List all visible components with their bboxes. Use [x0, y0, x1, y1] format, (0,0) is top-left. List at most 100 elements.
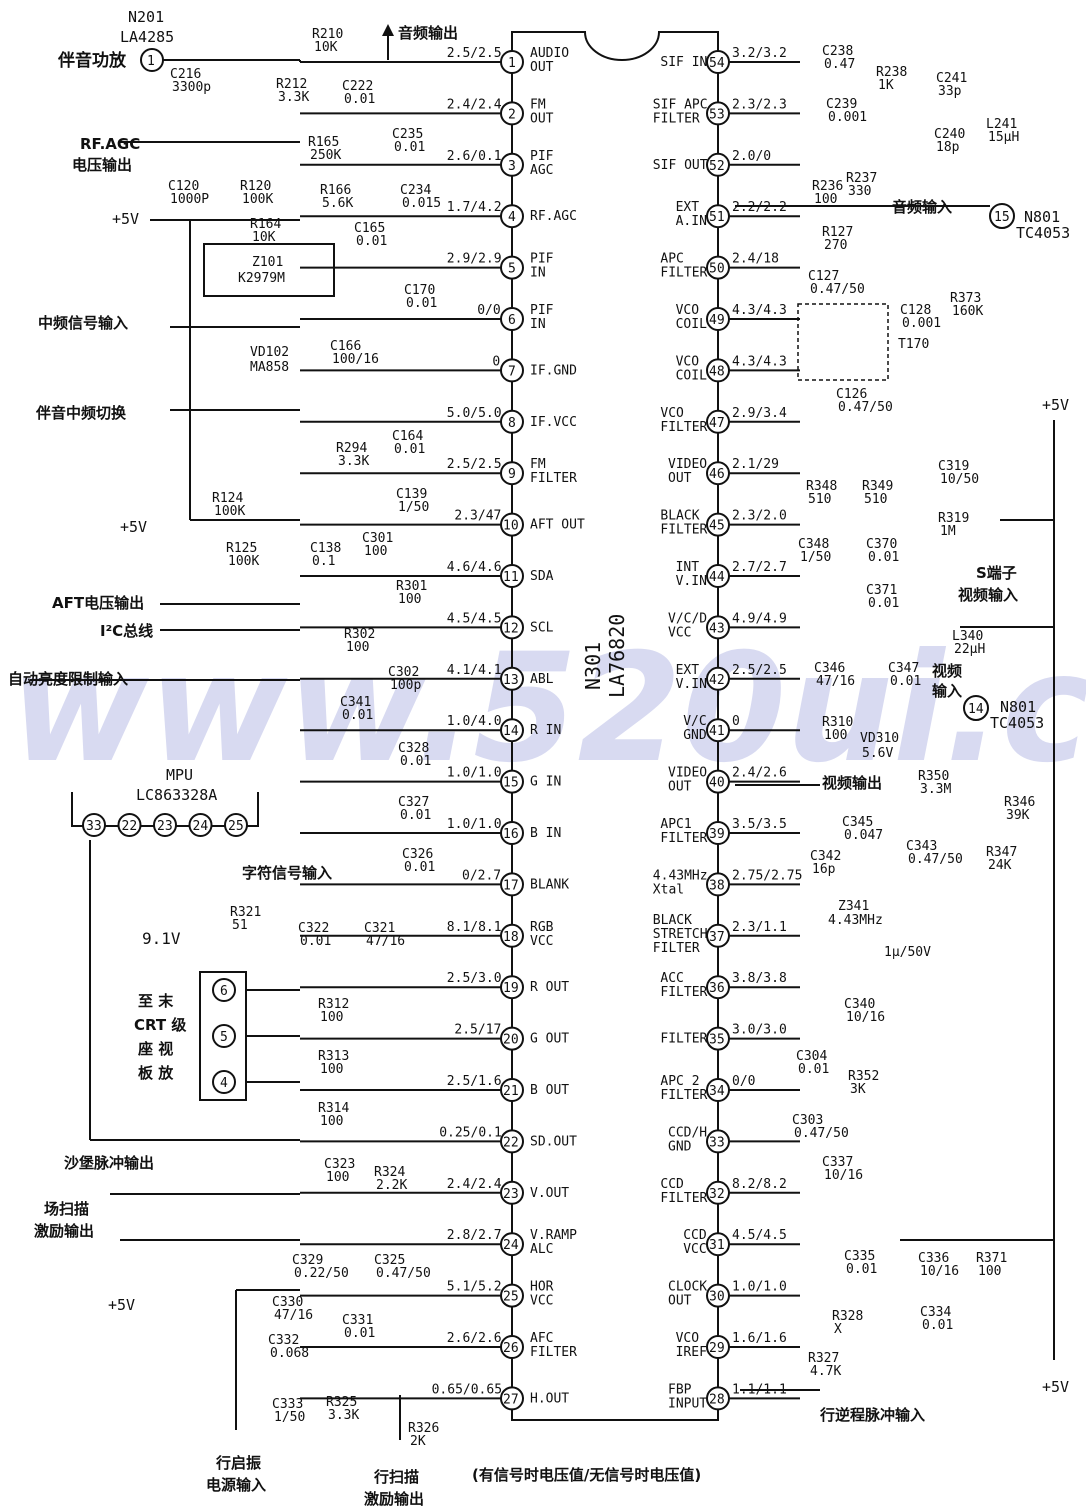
pin-number: 27 — [503, 1392, 519, 1407]
component-ref: C322 — [298, 921, 329, 936]
s-video-label: 视频输入 — [958, 586, 1018, 604]
pin-voltage: 2.4/2.4 — [447, 97, 502, 112]
hdrive-label: 激励输出 — [364, 1490, 424, 1508]
pin-name: GND — [668, 1139, 692, 1154]
pin-voltage: 0/0 — [732, 1074, 755, 1089]
audio-amp-label: 伴音功放 — [57, 50, 127, 71]
pin-number: 8 — [508, 416, 516, 431]
pin-voltage: 4.3/4.3 — [732, 354, 787, 369]
component-ref: C370 — [866, 537, 897, 552]
component-value: 10K — [314, 40, 338, 55]
pin-number: 39 — [709, 827, 725, 842]
n801-terminal: 15 — [989, 203, 1015, 229]
component-ref: R326 — [408, 1421, 439, 1436]
terminal-number: 14 — [968, 702, 984, 717]
pin-number: 42 — [709, 673, 725, 688]
pin-number: 31 — [709, 1238, 725, 1253]
pin-name: V.RAMP — [530, 1228, 577, 1243]
component-value: 1/50 — [274, 1410, 305, 1425]
component-ref: C328 — [398, 741, 429, 756]
vd310-ref: VD310 — [860, 731, 899, 746]
component-ref: R125 — [226, 541, 257, 556]
pin-number: 48 — [709, 364, 725, 379]
pin-number: 18 — [503, 930, 519, 945]
osd-input-label: 字符信号输入 — [242, 864, 332, 882]
pin-name: SIF OUT — [653, 158, 708, 173]
component-value: 22μH — [954, 642, 985, 657]
tc4053-part: TC4053 — [990, 714, 1044, 732]
component-value: 0.01 — [922, 1318, 953, 1333]
component-value: 510 — [808, 492, 831, 507]
component-value: 100 — [320, 1114, 343, 1129]
pin-name: VCO — [676, 1331, 700, 1346]
pin-voltage: 0.25/0.1 — [439, 1125, 502, 1140]
pin-voltage: 2.5/2.5 — [732, 663, 787, 678]
pin-name: IF.VCC — [530, 415, 577, 430]
pin-voltage: 5.1/5.2 — [447, 1280, 502, 1295]
component-ref: R302 — [344, 627, 375, 642]
pin-name: CCD — [683, 1228, 707, 1243]
pin-number: 49 — [709, 313, 725, 328]
pin-voltage: 2.5/2.5 — [447, 46, 502, 61]
component-ref: C332 — [268, 1333, 299, 1348]
component-value: 100p — [390, 678, 421, 693]
pin-number: 6 — [508, 313, 516, 328]
z101-ref: Z101 — [252, 255, 283, 270]
mpu-pin — [188, 813, 213, 837]
pin-name: APC — [660, 252, 683, 267]
pin-voltage: 1.0/1.0 — [447, 817, 502, 832]
n801-ref: N801 — [1024, 208, 1060, 226]
component-ref: R349 — [862, 479, 893, 494]
component-value: 100K — [228, 554, 259, 569]
component-value: 15μH — [988, 130, 1019, 145]
component-ref: R124 — [212, 491, 243, 506]
component-value: 0.47/50 — [810, 282, 865, 297]
pin-name: INT — [676, 560, 700, 575]
pin-name: FILTER — [653, 111, 700, 126]
component-ref: C346 — [814, 661, 845, 676]
component-value: 0.01 — [300, 934, 331, 949]
component-ref: R347 — [986, 845, 1017, 860]
pin-voltage: 3.0/3.0 — [732, 1023, 787, 1038]
pin-number: 4 — [508, 210, 516, 225]
component-ref: R373 — [950, 291, 981, 306]
vd310-value: 5.6V — [862, 746, 893, 761]
component-value: 3.3K — [328, 1408, 359, 1423]
component-value: 3.3K — [278, 90, 309, 105]
pin-name: R OUT — [530, 980, 569, 995]
crt-pin — [212, 978, 236, 1002]
crt-board-connector: 654 — [199, 971, 300, 1101]
flyback-input-label: 行逆程脉冲输入 — [819, 1406, 925, 1424]
pin-number: 20 — [503, 1033, 519, 1048]
pin-name: FILTER — [653, 941, 700, 956]
pin-name: SIF APC — [653, 97, 708, 112]
component-ref: C303 — [792, 1113, 823, 1128]
z341-value: 4.43MHz — [828, 913, 883, 928]
component-value: 0.47/50 — [376, 1266, 431, 1281]
pin-number: 2 — [508, 107, 516, 122]
pin-name: BLANK — [530, 877, 569, 892]
